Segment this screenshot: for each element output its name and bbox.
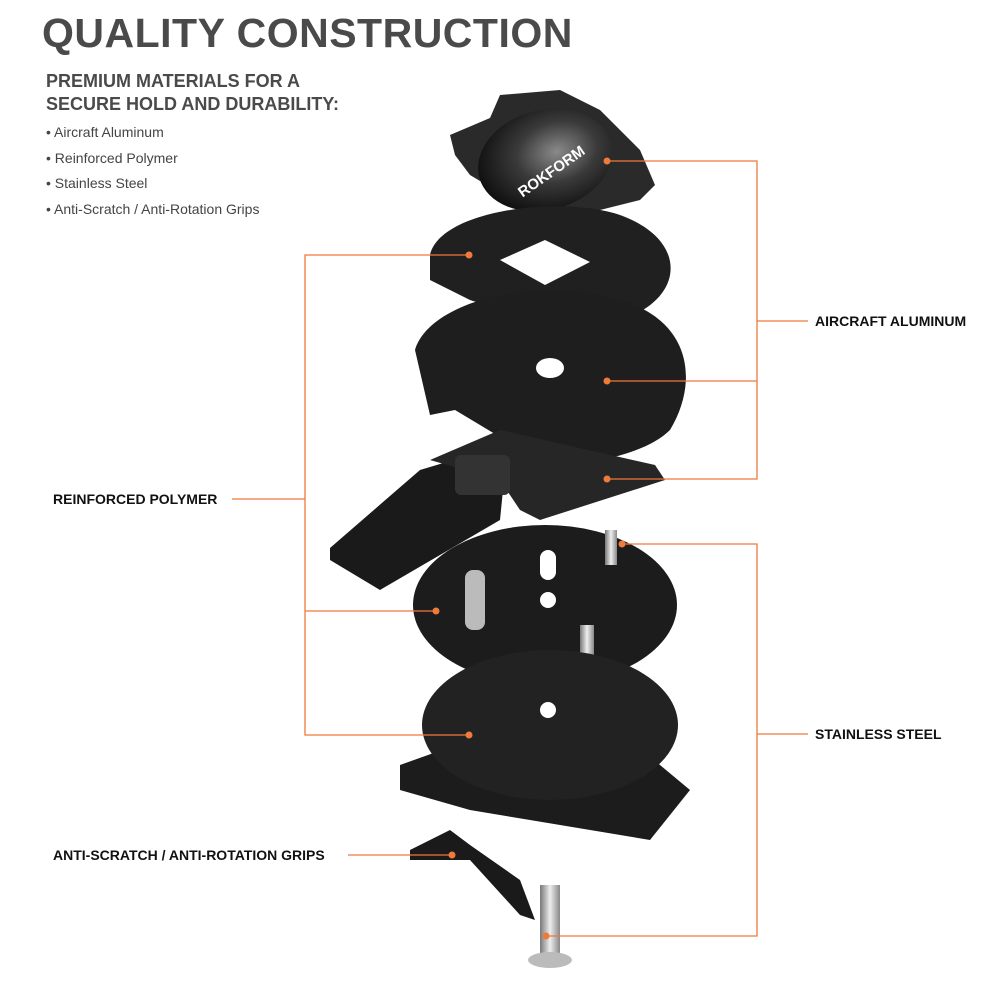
callout-stainless-steel: STAINLESS STEEL	[815, 726, 942, 742]
top-cap-part: ROKFORM	[450, 90, 655, 215]
subtitle-line-1: PREMIUM MATERIALS FOR A	[46, 71, 300, 91]
list-item: Stainless Steel	[46, 173, 259, 199]
callout-dots	[432, 157, 626, 940]
aluminum-base-part	[415, 290, 686, 467]
list-item: Reinforced Polymer	[46, 148, 259, 174]
spring-plate-part	[413, 525, 677, 685]
callout-grips: ANTI-SCRATCH / ANTI-ROTATION GRIPS	[53, 847, 325, 863]
page-title: QUALITY CONSTRUCTION	[42, 10, 573, 56]
subtitle: PREMIUM MATERIALS FOR A SECURE HOLD AND …	[46, 70, 339, 116]
list-item: Anti-Scratch / Anti-Rotation Grips	[46, 199, 259, 225]
materials-list: Aircraft Aluminum Reinforced Polymer Sta…	[46, 122, 259, 225]
callout-lines	[232, 160, 808, 937]
subtitle-line-2: SECURE HOLD AND DURABILITY:	[46, 94, 339, 114]
clamp-arm-part	[330, 430, 665, 590]
list-item: Aircraft Aluminum	[46, 122, 259, 148]
screw-part	[528, 885, 572, 968]
callout-reinforced-polymer: REINFORCED POLYMER	[53, 491, 218, 507]
callout-aircraft-aluminum: AIRCRAFT ALUMINUM	[815, 313, 967, 329]
grip-plate-part	[400, 650, 690, 920]
